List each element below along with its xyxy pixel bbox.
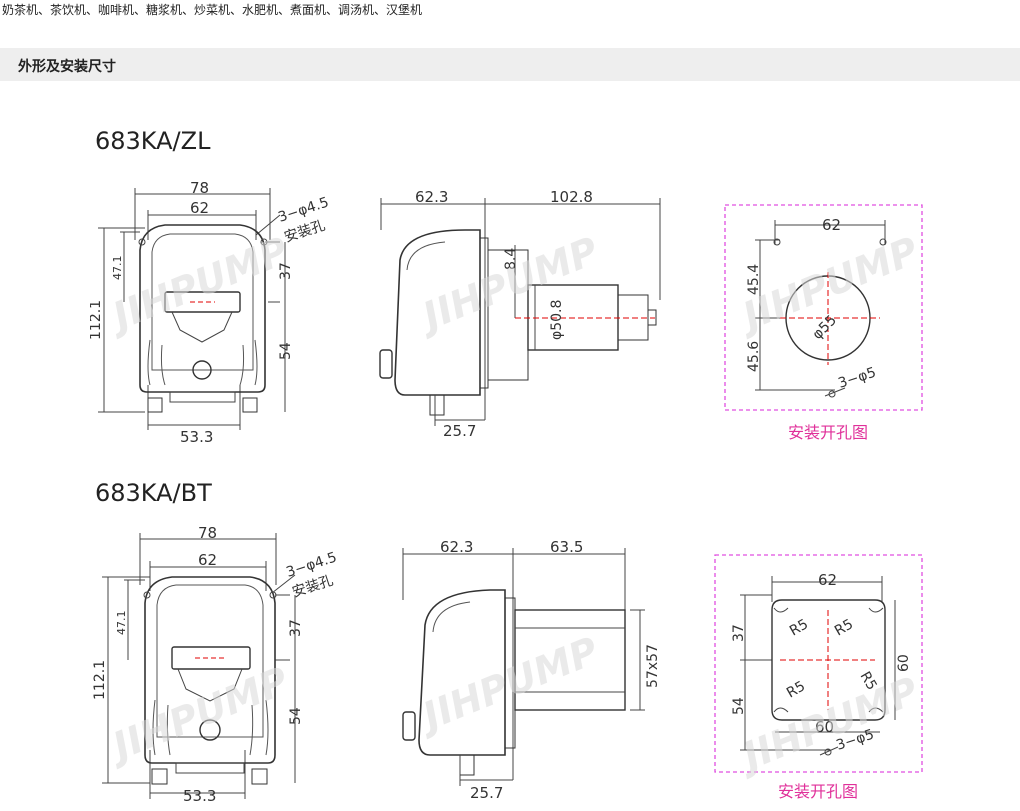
dim-h-c: 54: [278, 342, 294, 360]
front-view-drawing-bt: 78 62 3−φ4.5 安装孔 112.1 47.1 37 54 53.3: [92, 525, 339, 805]
cutout-r-tr: R5: [832, 616, 856, 639]
dim-w3: 53.3: [183, 787, 216, 805]
dim-w3: 53.3: [180, 428, 213, 445]
dim-h-total: 112.1: [90, 300, 104, 340]
cutout-r-bl: R5: [784, 678, 808, 701]
dim-side-c: 57x57: [645, 644, 661, 688]
cutout-r-br: R5: [857, 669, 880, 693]
dim-side-e: 25.7: [443, 422, 476, 440]
dim-h-total: 112.1: [92, 660, 108, 700]
dim-h-c: 54: [288, 707, 304, 725]
section-title: 外形及安装尺寸: [18, 59, 116, 75]
cutout-w: 62: [822, 216, 841, 234]
dim-h-a: 47.1: [111, 256, 124, 281]
dim-h-b: 37: [288, 619, 304, 637]
dim-w2: 62: [198, 551, 217, 569]
dim-w1: 78: [198, 525, 217, 542]
dim-side-d: φ50.8: [549, 300, 565, 340]
cutout-h1: 37: [731, 624, 747, 642]
dim-side-a: 62.3: [440, 540, 473, 556]
cutout-circle: φ55: [810, 312, 840, 342]
cutout-h1: 45.4: [746, 264, 762, 295]
side-view-drawing-zl: 62.3 102.8 8.4 φ50.8 25.7: [379, 190, 661, 440]
cutout-holes: 3−φ5: [836, 365, 878, 392]
cutout-drawing-zl: 62 45.4 45.6 φ55 3−φ5 安装开孔图: [724, 204, 923, 442]
dim-side-c: 8.4: [503, 248, 519, 270]
dim-side-b: 102.8: [550, 190, 593, 206]
dim-side-a: 62.3: [415, 190, 448, 206]
dim-side-b: 63.5: [550, 540, 583, 556]
side-view-drawing-bt: 62.3 63.5 57x57 25.7: [402, 540, 661, 802]
dim-h-b: 37: [278, 262, 294, 280]
cutout-w-top: 62: [818, 571, 837, 589]
dim-w2: 62: [190, 199, 209, 217]
cutout-w-bot: 60: [815, 718, 834, 736]
application-list-text: 奶茶机、茶饮机、咖啡机、糖浆机、炒菜机、水肥机、煮面机、调汤机、汉堡机: [2, 3, 423, 17]
dim-w1: 78: [190, 180, 209, 197]
dim-h-a: 47.1: [115, 611, 128, 636]
cutout-drawing-bt: 62 60 37 54 60 R5 R5 R5 R5 3−φ5 安装开孔图: [714, 554, 923, 801]
cutout-h-right: 60: [896, 654, 912, 672]
cutout-label: 安装开孔图: [788, 423, 868, 442]
section-header: 外形及安装尺寸: [0, 48, 1020, 81]
model-title-bt: 683KA/BT: [95, 479, 212, 507]
cutout-label: 安装开孔图: [778, 782, 858, 801]
front-view-drawing-zl: 78 62 3−φ4.5 安装孔 112.1 47.1 37 54 53.3: [90, 180, 330, 445]
cutout-holes: 3−φ5: [834, 727, 876, 754]
cutout-h2: 45.6: [746, 341, 762, 372]
dim-side-e: 25.7: [470, 784, 503, 802]
cutout-h2: 54: [731, 697, 747, 715]
model-title-zl: 683KA/ZL: [95, 127, 211, 155]
cutout-r-tl: R5: [787, 616, 811, 639]
